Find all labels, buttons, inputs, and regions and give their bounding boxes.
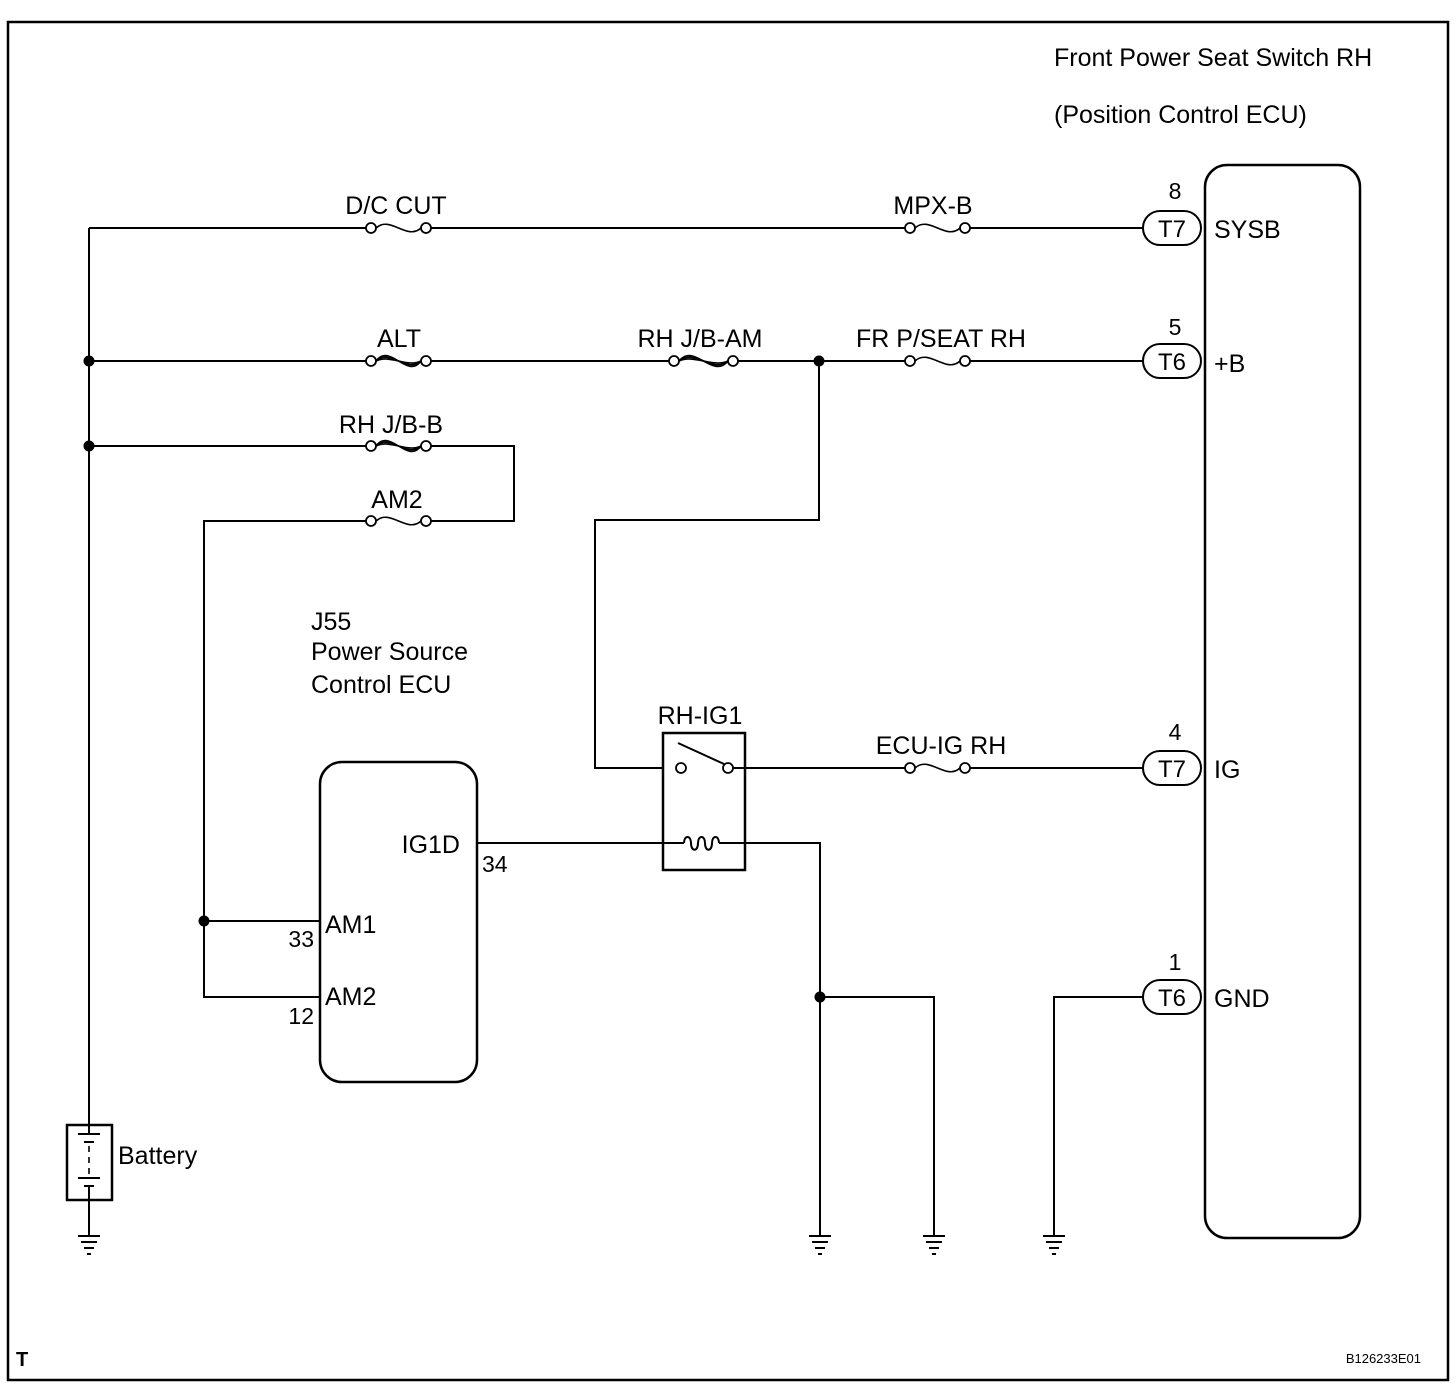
relay-label: RH-IG1: [658, 702, 743, 730]
relay-box: [661, 731, 747, 872]
left-ecu-name-line2: Control ECU: [311, 671, 451, 699]
connector-label: T7: [1158, 756, 1186, 783]
fuse-label-dc-cut: D/C CUT: [345, 192, 446, 220]
fuse-rh-jb-am: [668, 354, 739, 368]
battery-label: Battery: [118, 1142, 198, 1170]
fuse-label-ecu-ig-rh: ECU-IG RH: [876, 732, 1007, 760]
fuse-label-mpx-b: MPX-B: [893, 192, 972, 220]
connector-label: T6: [1158, 985, 1186, 1012]
relay-switch: [675, 742, 734, 774]
junction-dot: [198, 915, 210, 927]
terminal-name: GND: [1214, 985, 1270, 1013]
diagram-border: [6, 20, 1450, 1382]
fuse-dc-cut: [365, 222, 432, 234]
fuse-label-alt: ALT: [377, 325, 421, 353]
fuse-mpx-b: [904, 222, 971, 234]
terminal-name: +B: [1214, 350, 1245, 378]
ground-icon: [809, 1235, 831, 1255]
wire-gnd: [1053, 996, 1143, 1236]
wire-am2-to-ecu: [203, 520, 366, 998]
left-ecu-box: [318, 760, 479, 1084]
wire-rhjbb-loop: [431, 445, 515, 522]
left-ecu-pin-12: 12: [288, 1003, 314, 1029]
right-ecu-subtitle: (Position Control ECU): [1054, 101, 1307, 129]
connector-t6-plusb: [1142, 343, 1202, 379]
connector-label: T6: [1158, 349, 1186, 376]
fuse-label-rh-jb-b: RH J/B-B: [339, 411, 443, 439]
connector-t7-sysb: [1142, 210, 1202, 246]
connector-label: T7: [1158, 216, 1186, 243]
terminal-name: IG: [1214, 756, 1240, 784]
ground-icon: [1043, 1235, 1065, 1255]
terminal-name: SYSB: [1214, 216, 1281, 244]
fuse-label-am2: AM2: [371, 486, 422, 514]
ground-icon: [923, 1235, 945, 1255]
figure-code: B126233E01: [1346, 1351, 1421, 1366]
connector-t7-ig: [1142, 750, 1202, 786]
left-ecu-name-line1: Power Source: [311, 638, 468, 666]
fuse-am2: [365, 515, 432, 527]
pin-number: 8: [1169, 178, 1182, 204]
left-ecu-code: J55: [311, 608, 351, 636]
connector-t6-gnd: [1142, 979, 1202, 1015]
ground-icon: [78, 1235, 100, 1255]
right-ecu-title: Front Power Seat Switch RH: [1054, 44, 1372, 72]
pin-number: 5: [1169, 314, 1182, 340]
fuse-fr-pseat-rh: [904, 355, 971, 367]
fuse-rh-jb-b: [365, 439, 432, 453]
left-ecu-pin-34: 34: [482, 851, 508, 877]
right-ecu-box: [1203, 163, 1362, 1240]
left-ecu-terminal-am1: AM1: [325, 911, 376, 939]
wire-coil-to-ground: [719, 842, 821, 1236]
left-ecu-terminal-ig1d: IG1D: [402, 831, 460, 859]
relay-coil: [683, 836, 720, 851]
battery-cells: [78, 1125, 100, 1200]
pin-number: 4: [1169, 719, 1182, 745]
fuse-alt: [365, 354, 432, 368]
left-ecu-terminal-am2: AM2: [325, 983, 376, 1011]
fuse-ecu-ig-rh: [904, 762, 971, 774]
pin-number: 1: [1169, 949, 1182, 975]
fuse-label-fr-pseat-rh: FR P/SEAT RH: [856, 325, 1026, 353]
wire-relay-supply: [594, 361, 820, 769]
wire-ground-branch: [820, 996, 935, 1236]
corner-mark: T: [16, 1349, 28, 1371]
fuse-label-rh-jb-am: RH J/B-AM: [638, 325, 763, 353]
left-ecu-pin-33: 33: [288, 926, 314, 952]
